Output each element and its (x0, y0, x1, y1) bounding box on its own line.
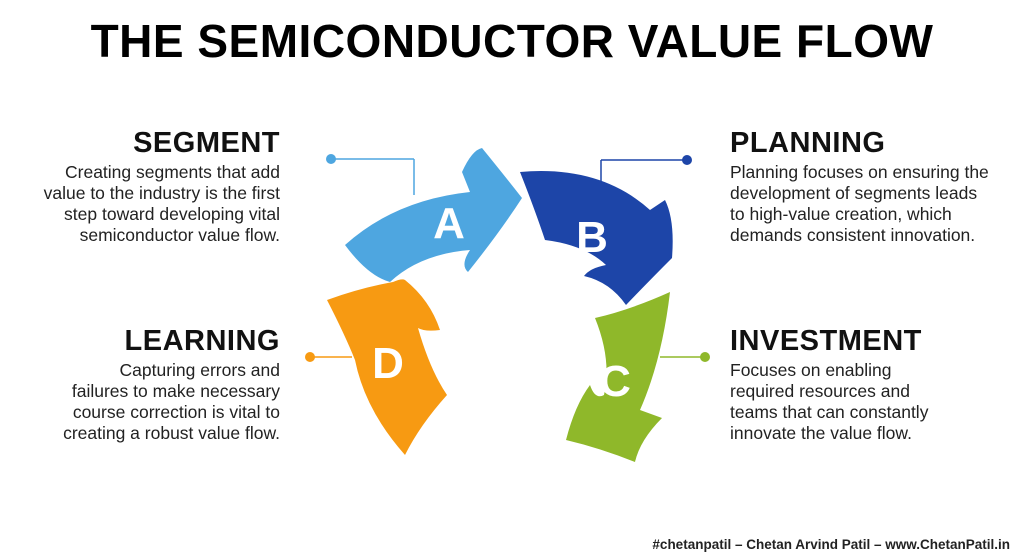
learning-line-3: course correction is vital to (72, 401, 280, 422)
segment-letter: A (433, 199, 465, 248)
learning-arrow-d (327, 279, 447, 455)
learning-block: LEARNING Capturing errors and failures t… (20, 325, 280, 444)
learning-description: Capturing errors and failures to make ne… (20, 360, 280, 444)
learning-letter: D (372, 339, 404, 388)
planning-line-2: development of segments leads (730, 182, 978, 203)
investment-heading: INVESTMENT (730, 325, 922, 357)
investment-letter: C (599, 357, 631, 406)
segment-line-1: Creating segments that add (65, 161, 280, 182)
planning-line-1: Planning focuses on ensuring the (730, 161, 989, 182)
segment-line-3: step toward developing vital (64, 203, 280, 224)
footer-credit: #chetanpatil – Chetan Arvind Patil – www… (652, 537, 1010, 552)
planning-line-4: demands consistent innovation. (730, 224, 976, 245)
learning-connector (305, 352, 352, 362)
segment-arrow-a (345, 148, 522, 282)
planning-arrow-b (520, 171, 673, 305)
investment-description: Focuses on enabling required resources a… (730, 360, 1020, 444)
learning-line-4: creating a robust value flow. (63, 422, 280, 443)
planning-letter: B (576, 213, 608, 262)
segment-line-2: value to the industry is the first (43, 182, 280, 203)
investment-connector (660, 352, 710, 362)
investment-line-3: teams that can constantly (730, 401, 929, 422)
learning-line-1: Capturing errors and (119, 359, 281, 380)
investment-block: INVESTMENT Focuses on enabling required … (730, 325, 1020, 444)
segment-connector (326, 154, 415, 195)
investment-line-1: Focuses on enabling (730, 359, 892, 380)
investment-line-4: innovate the value flow. (730, 422, 912, 443)
investment-line-2: required resources and (730, 380, 910, 401)
page-title: THE SEMICONDUCTOR VALUE FLOW (90, 15, 934, 67)
segment-line-4: semiconductor value flow. (79, 224, 280, 245)
learning-heading: LEARNING (124, 325, 280, 357)
planning-line-3: to high-value creation, which (730, 203, 952, 224)
planning-heading: PLANNING (730, 127, 886, 159)
planning-description: Planning focuses on ensuring the develop… (730, 162, 1020, 246)
segment-heading: SEGMENT (133, 127, 280, 159)
learning-line-2: failures to make necessary (71, 380, 280, 401)
segment-description: Creating segments that add value to the … (20, 162, 280, 246)
segment-block: SEGMENT Creating segments that add value… (20, 127, 280, 246)
investment-arrow-c (566, 292, 670, 462)
planning-block: PLANNING Planning focuses on ensuring th… (730, 127, 1020, 246)
